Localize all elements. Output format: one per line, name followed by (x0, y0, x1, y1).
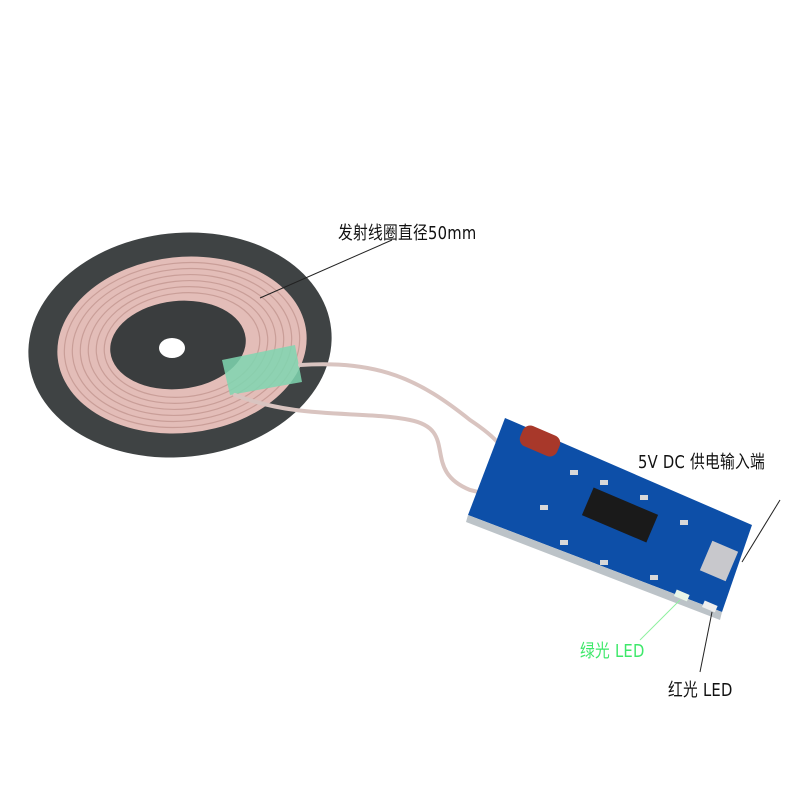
red-led (701, 600, 718, 613)
green-callout-line (639, 599, 681, 641)
center-hole (159, 338, 185, 358)
green-led-label: 绿光 LED (580, 641, 645, 662)
red-led-label: 红光 LED (668, 680, 733, 701)
capacitor (519, 425, 561, 457)
micro-usb-port (699, 540, 739, 582)
coil-diameter-label: 发射线圈直径50mm (338, 223, 477, 244)
callout-lines (259, 239, 781, 673)
tape (222, 345, 302, 395)
transmitter-coil (28, 232, 332, 458)
green-led (673, 589, 690, 602)
ic-chip (581, 487, 659, 543)
power-input-label: 5V DC 供电输入端 (638, 452, 766, 473)
driver-pcb (466, 418, 752, 620)
